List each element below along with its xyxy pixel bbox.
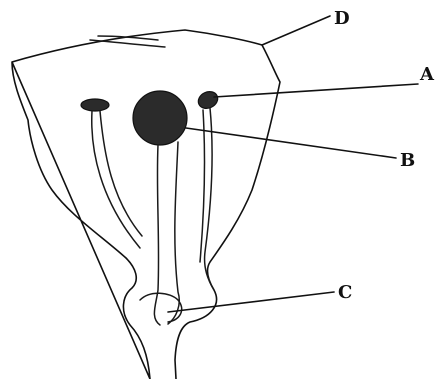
label-a: A xyxy=(419,64,435,85)
label-b: B xyxy=(400,150,415,171)
central-stalk-left xyxy=(154,145,160,325)
right-stalk-inner xyxy=(200,110,204,262)
label-d: D xyxy=(334,8,350,29)
top-fold-line-2 xyxy=(98,36,158,40)
top-fold-line xyxy=(90,40,165,47)
leader-line-d xyxy=(262,16,330,45)
label-c: C xyxy=(338,282,352,303)
structure-b xyxy=(133,91,187,145)
left-stalk-outer xyxy=(92,111,140,248)
leader-line-c xyxy=(168,292,334,312)
structure-a xyxy=(196,89,221,112)
structure-c-bulb xyxy=(140,293,182,322)
leader-line-b xyxy=(186,128,396,158)
outer-outline xyxy=(12,30,280,379)
left-small-structure xyxy=(81,99,109,111)
leader-line-a xyxy=(214,84,418,97)
